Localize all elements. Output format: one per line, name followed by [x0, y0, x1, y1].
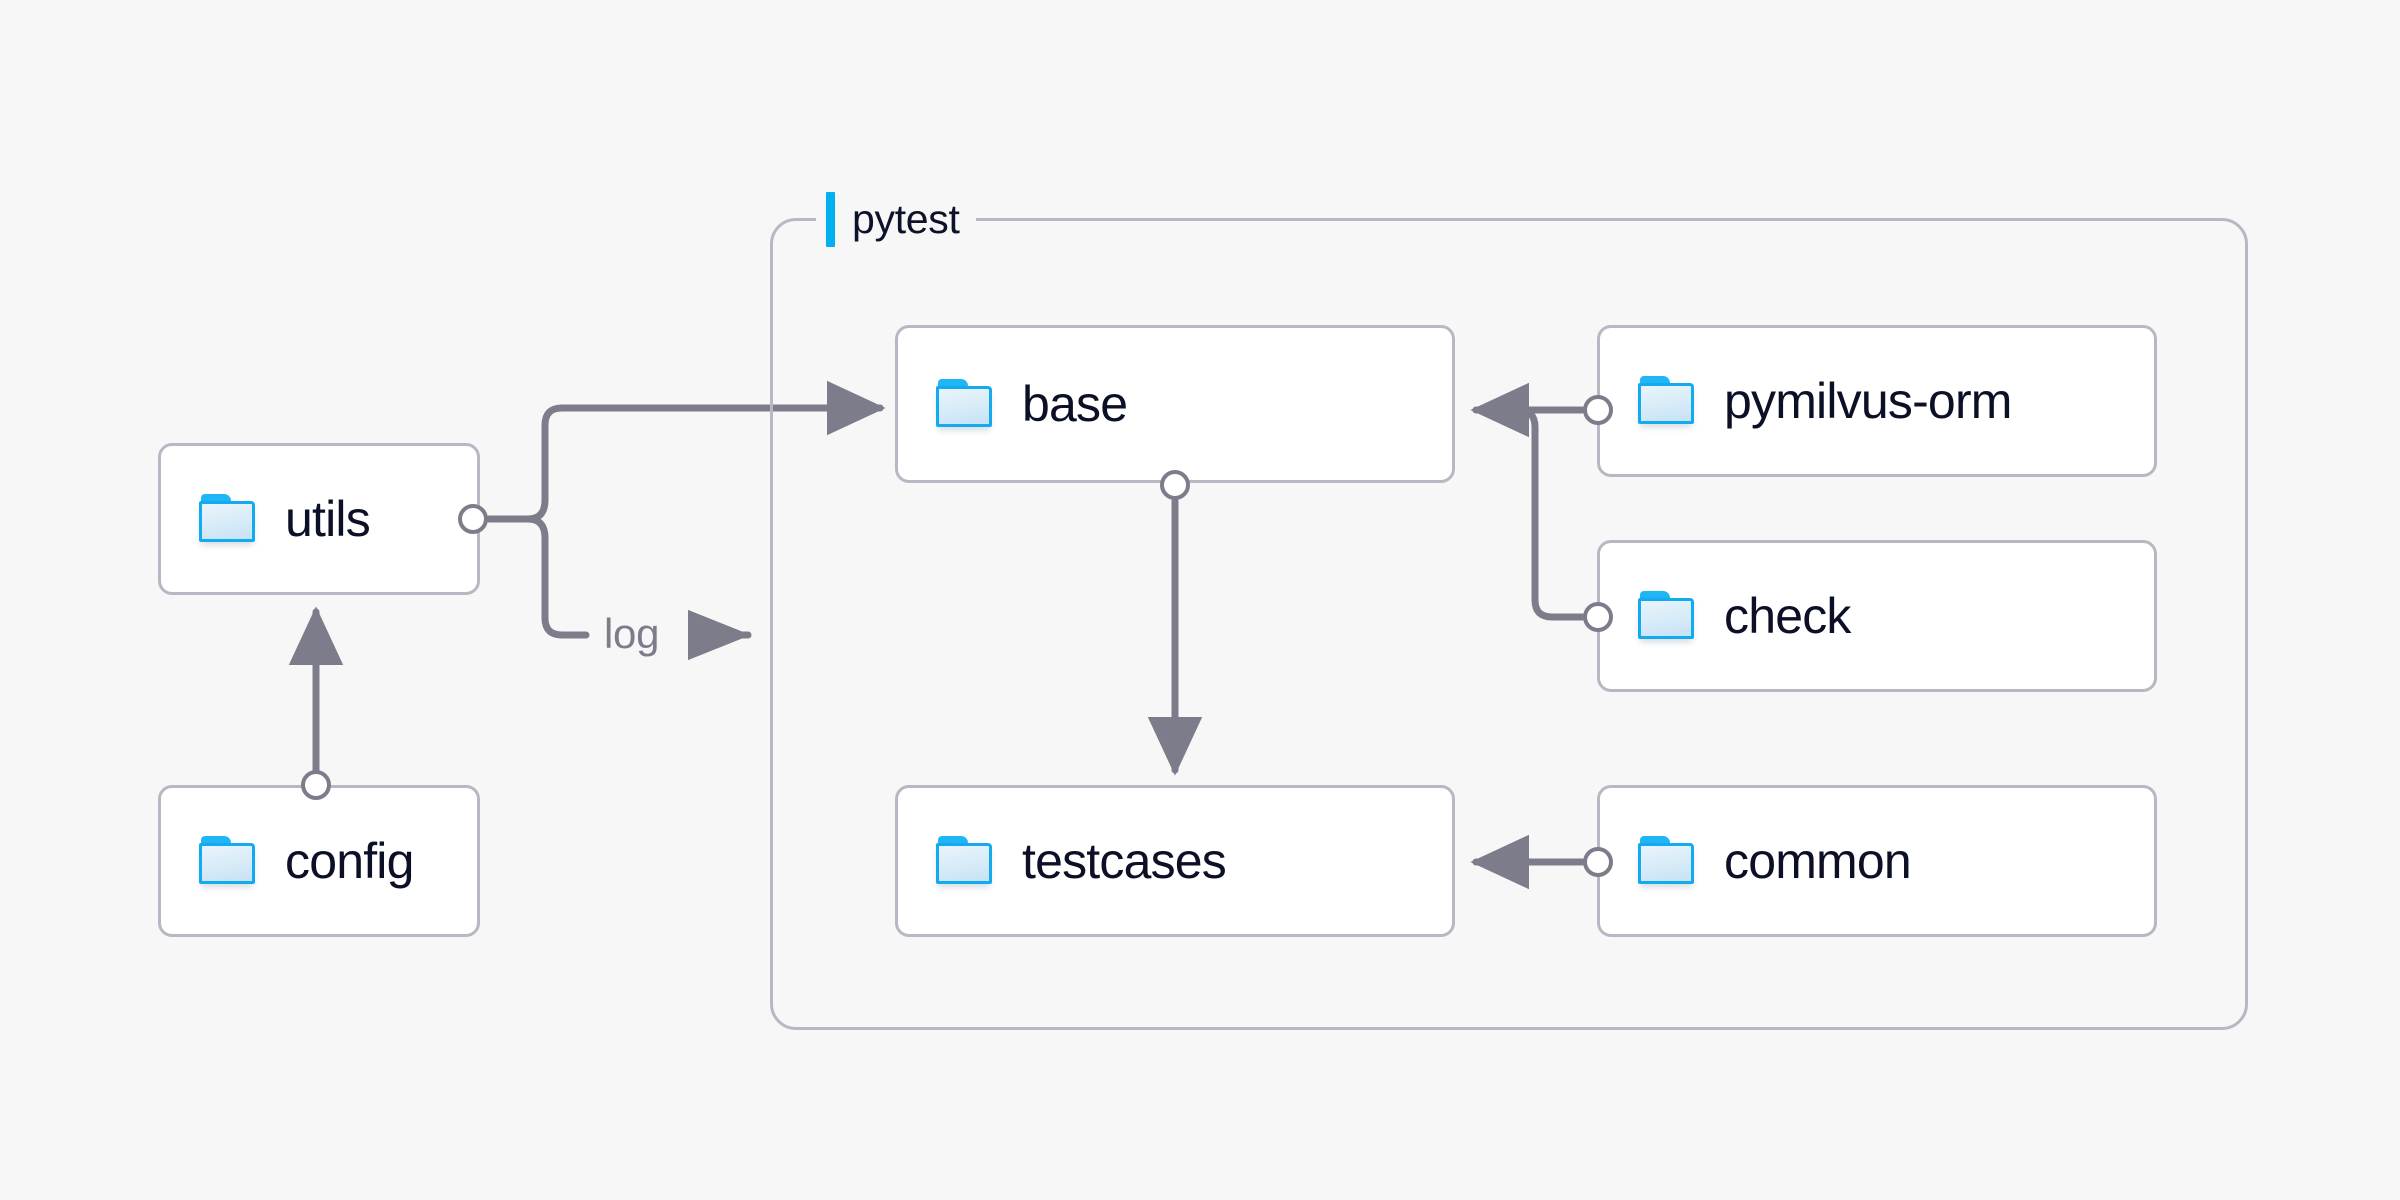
node-config-label: config [285, 833, 414, 889]
node-common[interactable]: common [1597, 785, 2157, 937]
folder-icon [199, 836, 257, 886]
folder-icon [936, 836, 994, 886]
group-title: pytest [852, 196, 960, 242]
group-accent-bar [826, 191, 835, 247]
port-config-top[interactable] [301, 770, 331, 800]
node-check[interactable]: check [1597, 540, 2157, 692]
node-base[interactable]: base [895, 325, 1455, 483]
folder-icon [1638, 836, 1696, 886]
folder-icon [199, 494, 257, 544]
port-pymilvus-orm-left[interactable] [1583, 395, 1613, 425]
edge-label-log: log [604, 610, 660, 657]
port-base-bottom[interactable] [1160, 470, 1190, 500]
folder-icon [936, 379, 994, 429]
port-common-left[interactable] [1583, 847, 1613, 877]
node-testcases[interactable]: testcases [895, 785, 1455, 937]
node-utils-label: utils [285, 491, 371, 547]
group-pytest-label: pytest [816, 190, 976, 248]
node-pymilvus-orm[interactable]: pymilvus-orm [1597, 325, 2157, 477]
port-utils-right[interactable] [458, 504, 488, 534]
folder-icon [1638, 376, 1696, 426]
node-base-label: base [1022, 376, 1128, 432]
node-common-label: common [1724, 833, 1912, 889]
port-check-left[interactable] [1583, 602, 1613, 632]
group-pytest[interactable] [770, 218, 2248, 1030]
edge-utils-to-log [524, 515, 590, 639]
node-testcases-label: testcases [1022, 833, 1227, 889]
folder-icon [1638, 591, 1696, 641]
node-pymilvus-orm-label: pymilvus-orm [1724, 373, 2012, 429]
node-utils[interactable]: utils [158, 443, 480, 595]
node-check-label: check [1724, 588, 1851, 644]
node-config[interactable]: config [158, 785, 480, 937]
